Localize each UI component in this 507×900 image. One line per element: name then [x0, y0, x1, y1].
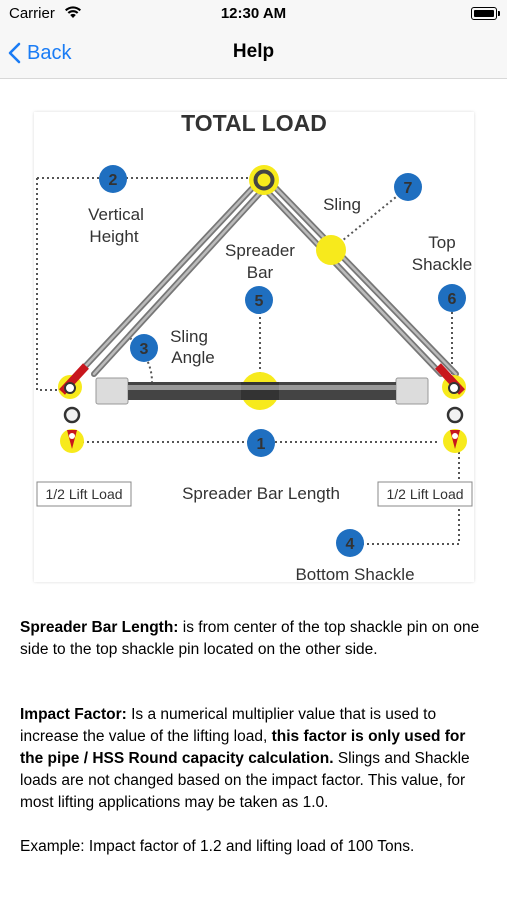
- back-label: Back: [27, 41, 72, 64]
- spreader-bar-label-2: Bar: [247, 263, 274, 282]
- half-lift-load-right-label: 1/2 Lift Load: [386, 486, 463, 502]
- svg-text:7: 7: [404, 180, 413, 197]
- marker-3-icon: 3: [130, 334, 158, 362]
- impact-factor-term: Impact Factor:: [20, 706, 127, 723]
- spreader-bar-length-paragraph: Spreader Bar Length: is from center of t…: [20, 617, 490, 661]
- impact-factor-paragraph: Impact Factor: Is a numerical multiplier…: [20, 704, 490, 814]
- status-bar: Carrier 12:30 AM: [0, 0, 507, 28]
- marker-1-icon: 1: [247, 429, 275, 457]
- spreader-bar-diagram: TOTAL LOAD: [34, 112, 474, 582]
- svg-text:5: 5: [255, 293, 264, 310]
- sling-label: Sling: [323, 195, 361, 214]
- half-lift-load-right-box: [377, 481, 473, 507]
- sling-angle-label-2: Angle: [171, 348, 214, 367]
- back-button[interactable]: Back: [8, 39, 71, 67]
- half-lift-load-left-box: [36, 481, 132, 507]
- navigation-bar: Back Help: [0, 28, 507, 79]
- sling-highlight-icon: [316, 235, 346, 265]
- page-title: Help: [232, 41, 275, 62]
- dimension-lines: [36, 177, 460, 545]
- spreader-bar-length-label: Spreader Bar Length: [182, 484, 340, 503]
- left-bottom-shackle-icon: [60, 406, 84, 453]
- spreader-bar-icon: [95, 372, 429, 410]
- marker-4-icon: 4: [336, 529, 364, 557]
- spreader-bar-length-definition: is from center of the top shackle pin on…: [20, 619, 480, 658]
- spreader-bar-label: Spreader: [225, 241, 295, 260]
- example-paragraph: Example: Impact factor of 1.2 and liftin…: [20, 838, 415, 855]
- svg-text:6: 6: [448, 291, 457, 308]
- carrier-label: Carrier: [9, 5, 55, 22]
- impact-factor-definition: Is a numerical multiplier value that is …: [20, 706, 437, 745]
- sling-angle-label: Sling: [170, 327, 208, 346]
- marker-2-icon: 2: [99, 165, 127, 193]
- top-ring-icon: [249, 165, 279, 195]
- wifi-icon: [65, 6, 81, 18]
- battery-icon: [471, 7, 500, 20]
- svg-text:3: 3: [140, 341, 149, 358]
- help-content: Spreader Bar Length: is from center of t…: [20, 617, 490, 858]
- right-top-shackle-icon: [435, 363, 466, 399]
- top-shackle-label: Top: [428, 233, 455, 252]
- right-bottom-shackle-icon: [443, 406, 467, 453]
- marker-5-icon: 5: [245, 286, 273, 314]
- top-shackle-label-2: Shackle: [412, 255, 472, 274]
- diagram-title: TOTAL LOAD: [181, 112, 327, 136]
- left-top-shackle-icon: [58, 363, 89, 399]
- svg-text:4: 4: [346, 536, 355, 553]
- half-lift-load-left-label: 1/2 Lift Load: [45, 486, 122, 502]
- vertical-height-label: Vertical: [88, 205, 144, 224]
- spreader-bar-length-term: Spreader Bar Length:: [20, 619, 179, 636]
- slings: [75, 179, 459, 377]
- impact-factor-note: this factor is only used for the pipe / …: [20, 728, 466, 767]
- svg-text:1: 1: [257, 436, 266, 453]
- impact-factor-detail: Slings and Shackle loads are not changed…: [20, 750, 470, 811]
- chevron-left-icon: [8, 42, 21, 64]
- marker-7-icon: 7: [394, 173, 422, 201]
- vertical-height-label-2: Height: [89, 227, 138, 246]
- status-time: 12:30 AM: [220, 5, 287, 22]
- marker-6-icon: 6: [438, 284, 466, 312]
- bottom-shackle-label: Bottom Shackle: [295, 565, 414, 582]
- svg-text:2: 2: [109, 172, 118, 189]
